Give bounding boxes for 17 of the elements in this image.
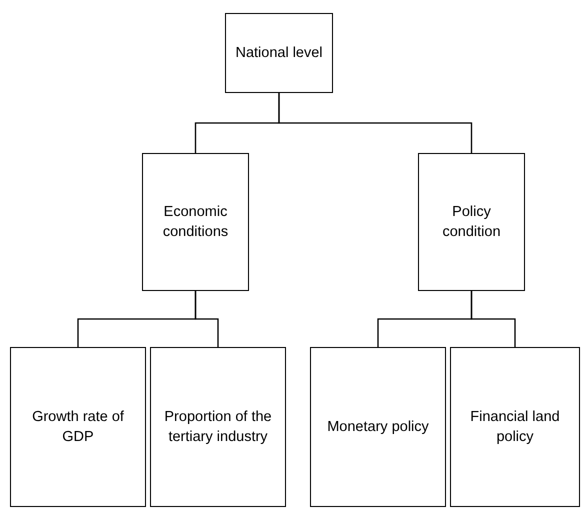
- process-box: [450, 347, 580, 507]
- connector-line: [194, 291, 219, 347]
- node-label: Growth rate of GDP: [31, 408, 125, 447]
- process-box: [310, 347, 446, 507]
- node-label: Monetary policy: [327, 418, 429, 437]
- node-label: National level: [235, 44, 323, 63]
- connector-line: [470, 291, 516, 347]
- node-label: Financial land policy: [469, 408, 561, 447]
- node-label: Proportion of the tertiary industry: [163, 408, 273, 447]
- process-box: [150, 347, 286, 507]
- process-box: [10, 347, 146, 507]
- node-label: Economic conditions: [162, 202, 230, 242]
- process-box: [225, 13, 333, 93]
- connector-line: [278, 93, 472, 153]
- process-box: [142, 153, 249, 291]
- process-box: [418, 153, 525, 291]
- node-label: Policy condition: [441, 202, 502, 242]
